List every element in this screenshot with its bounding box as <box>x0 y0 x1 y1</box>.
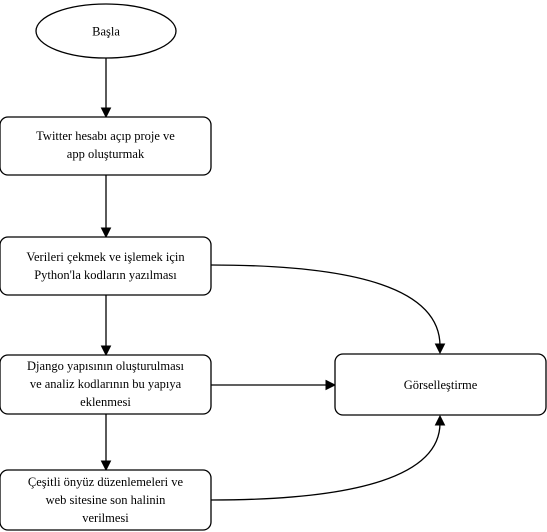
node-step1-line2: app oluşturmak <box>67 147 145 161</box>
viz-box <box>334 353 547 416</box>
arrowhead-step4 <box>100 460 112 472</box>
node-step3-line1: Django yapısının oluşturulması <box>27 359 184 373</box>
node-step3[interactable]: Django yapısının oluşturulması ve analiz… <box>0 354 212 415</box>
node-start[interactable]: Başla <box>35 3 177 59</box>
node-viz-label: Görselleştirme <box>404 378 478 392</box>
node-step3-line3: eklenmesi <box>80 395 131 409</box>
node-step3-line2: ve analiz kodlarının bu yapıya <box>30 377 182 391</box>
node-step2[interactable]: Verileri çekmek ve işlemek için Python'l… <box>0 236 212 296</box>
arrowhead-step1 <box>100 107 112 119</box>
node-step4-line3: verilmesi <box>82 511 129 525</box>
arrowhead-viz-bottom <box>434 414 446 426</box>
edges-layer <box>100 58 446 501</box>
edge-step2-to-viz <box>210 264 441 347</box>
arrowhead-step2 <box>100 227 112 239</box>
step2-box <box>0 236 212 296</box>
node-start-label: Başla <box>92 25 120 39</box>
step1-box <box>0 116 212 176</box>
node-step2-line2: Python'la kodların yazılması <box>34 268 177 282</box>
arrowhead-step3 <box>100 345 112 357</box>
step4-box <box>0 469 212 531</box>
edge-step4-to-viz <box>210 422 441 501</box>
node-step4-line2: web sitesine son halinin <box>46 493 167 507</box>
step3-box <box>0 354 212 415</box>
node-viz[interactable]: Görselleştirme <box>334 353 547 416</box>
node-step1[interactable]: Twitter hesabı açıp proje ve app oluştur… <box>0 116 212 176</box>
node-step2-line1: Verileri çekmek ve işlemek için <box>26 250 185 264</box>
arrowhead-viz-left <box>325 379 337 391</box>
node-step4[interactable]: Çeşitli önyüz düzenlemeleri ve web sites… <box>0 469 212 531</box>
start-ellipse <box>35 3 177 59</box>
node-step1-line1: Twitter hesabı açıp proje ve <box>36 129 175 143</box>
node-step4-line1: Çeşitli önyüz düzenlemeleri ve <box>28 475 184 489</box>
arrowhead-viz-top <box>434 343 446 355</box>
nodes-layer: Başla Twitter hesabı açıp proje ve app o… <box>0 3 547 531</box>
